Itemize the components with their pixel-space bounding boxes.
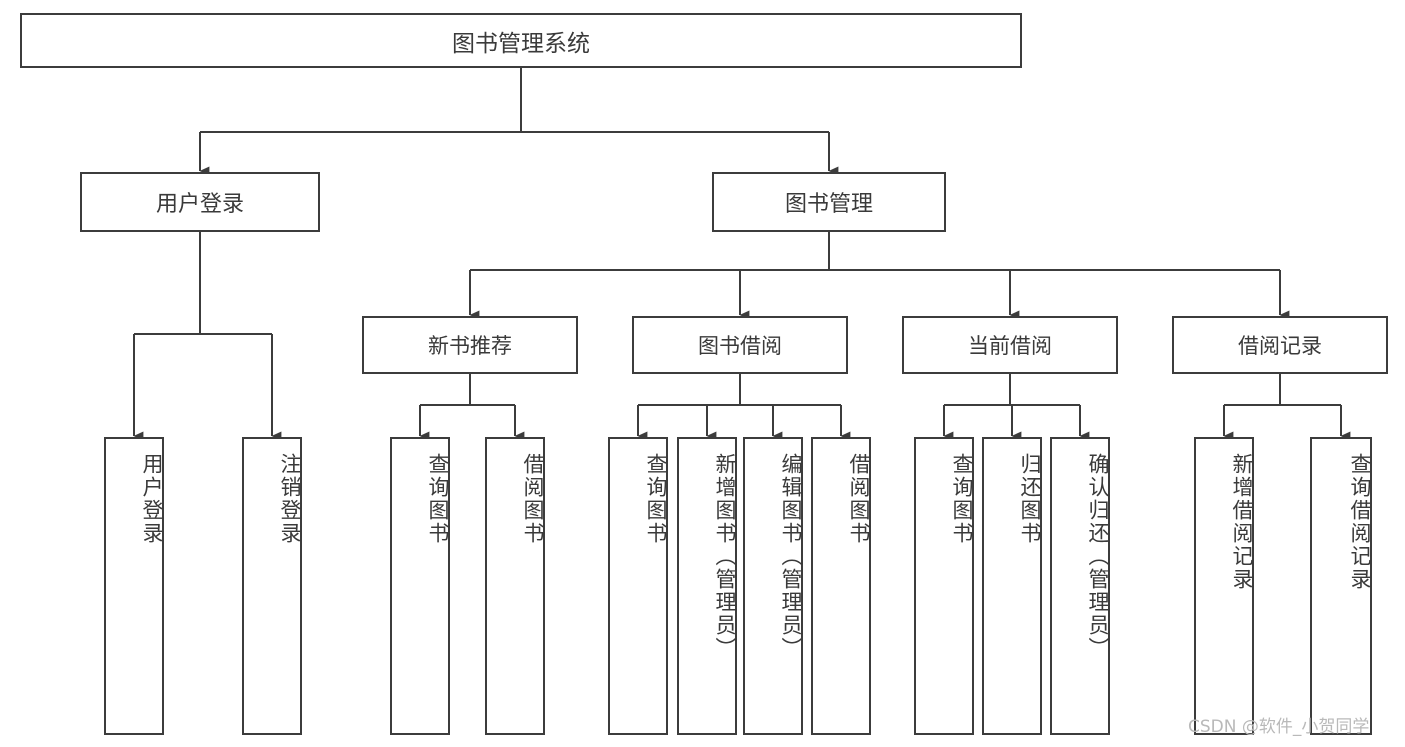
node-label: 查询图书 xyxy=(950,453,974,545)
node-bookmgmt[interactable]: 图书管理 xyxy=(712,172,946,232)
node-leaf-11[interactable]: 确认归还（管理员） xyxy=(1050,437,1110,735)
node-label: 注销登录 xyxy=(278,453,302,545)
node-leaf-5[interactable]: 查询图书 xyxy=(608,437,668,735)
node-label: 查询图书 xyxy=(644,453,668,545)
connector-group xyxy=(132,68,1351,441)
node-current[interactable]: 当前借阅 xyxy=(902,316,1118,374)
node-leaf-7[interactable]: 编辑图书（管理员） xyxy=(743,437,803,735)
node-leaf-6[interactable]: 新增图书（管理员） xyxy=(677,437,737,735)
node-leaf-13[interactable]: 查询借阅记录 xyxy=(1310,437,1372,735)
csdn-watermark: CSDN @软件_小贺同学 xyxy=(1188,717,1370,737)
node-records[interactable]: 借阅记录 xyxy=(1172,316,1388,374)
node-newbook[interactable]: 新书推荐 xyxy=(362,316,578,374)
node-label: 编辑图书（管理员） xyxy=(779,453,803,660)
node-label: 新增图书（管理员） xyxy=(713,453,737,660)
node-label: 当前借阅 xyxy=(968,334,1052,358)
node-leaf-4[interactable]: 借阅图书 xyxy=(485,437,545,735)
node-login[interactable]: 用户登录 xyxy=(80,172,320,232)
node-leaf-2[interactable]: 注销登录 xyxy=(242,437,302,735)
node-label: 新增借阅记录 xyxy=(1230,453,1254,591)
node-label: 图书管理系统 xyxy=(452,30,590,57)
node-label: 用户登录 xyxy=(155,192,244,217)
node-root[interactable]: 图书管理系统 xyxy=(20,13,1022,68)
node-leaf-8[interactable]: 借阅图书 xyxy=(811,437,871,735)
node-label: 借阅记录 xyxy=(1238,334,1322,358)
node-label: 用户登录 xyxy=(140,453,164,545)
node-label: 图书管理 xyxy=(784,192,873,217)
node-leaf-10[interactable]: 归还图书 xyxy=(982,437,1042,735)
node-label: 归还图书 xyxy=(1018,453,1042,545)
node-leaf-9[interactable]: 查询图书 xyxy=(914,437,974,735)
node-leaf-12[interactable]: 新增借阅记录 xyxy=(1194,437,1254,735)
node-label: 借阅图书 xyxy=(521,453,545,545)
node-leaf-1[interactable]: 用户登录 xyxy=(104,437,164,735)
node-label: 查询图书 xyxy=(426,453,450,545)
node-label: 查询借阅记录 xyxy=(1348,453,1372,591)
node-label: 借阅图书 xyxy=(847,453,871,545)
node-label: 图书借阅 xyxy=(698,334,782,358)
node-label: 确认归还（管理员） xyxy=(1086,453,1110,660)
node-borrow[interactable]: 图书借阅 xyxy=(632,316,848,374)
node-label: 新书推荐 xyxy=(428,334,512,358)
node-leaf-3[interactable]: 查询图书 xyxy=(390,437,450,735)
